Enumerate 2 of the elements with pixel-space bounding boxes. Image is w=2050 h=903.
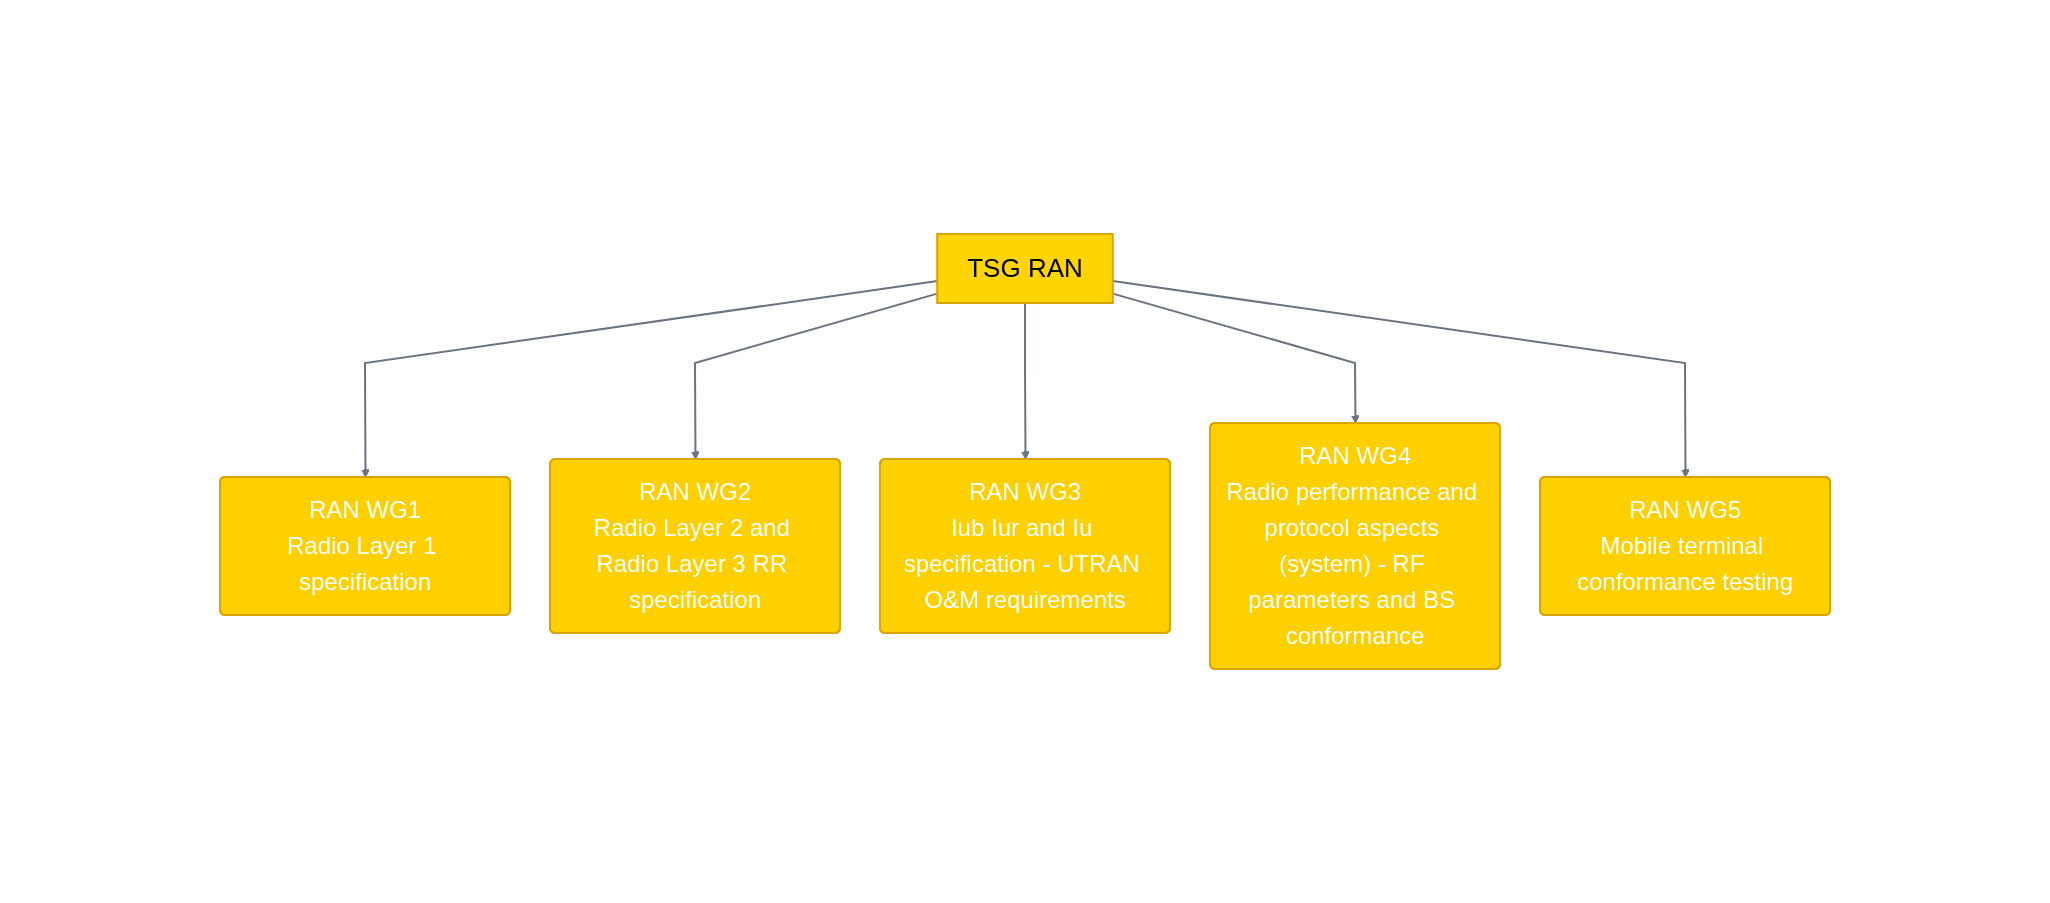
arrow [1021,302,1030,460]
node-box: TSG RAN [936,233,1114,304]
